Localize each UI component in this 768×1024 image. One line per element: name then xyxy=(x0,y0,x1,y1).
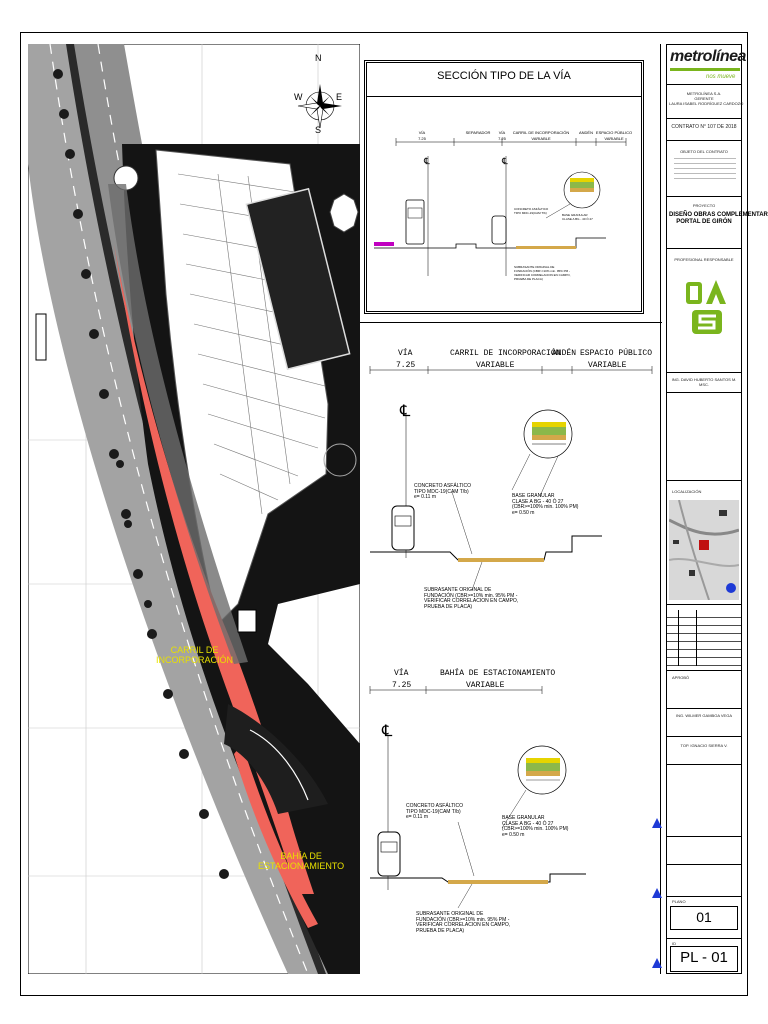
revision-marker-icon xyxy=(652,958,662,968)
s2-concreto: CONCRETO ASFÁLTICO TIPO MDC-19(CAM T/b) … xyxy=(406,803,464,820)
plano-code: PL - 01 xyxy=(680,949,728,966)
s2-base: BASE GRANULAR CLASE A BG - 40 Ó 27 (CBR>… xyxy=(502,815,569,838)
s2-hdr-via-val: 7.25 xyxy=(392,681,412,690)
s1-hdr-via-val: 7.25 xyxy=(396,361,416,370)
title-block xyxy=(666,44,742,974)
plano-number: 01 xyxy=(696,909,712,925)
svg-text:VARIABLE: VARIABLE xyxy=(604,136,624,141)
svg-text:TIPO MDC-19(CAM T/b): TIPO MDC-19(CAM T/b) xyxy=(514,211,547,215)
s1-hdr-espacio-val: VARIABLE xyxy=(588,361,627,370)
company-block: METROLÍNEA S.A. GERENTE LAURA ISABEL ROD… xyxy=(669,91,744,106)
s1-hdr-carril-val: VARIABLE xyxy=(476,361,515,370)
compass-w: W xyxy=(294,92,303,102)
svg-text:VÍA: VÍA xyxy=(419,130,426,135)
svg-text:VERIFICAR CORRELACION EN CAMPO: VERIFICAR CORRELACION EN CAMPO, xyxy=(514,273,571,277)
svg-text:SEPARADOR: SEPARADOR xyxy=(466,130,491,135)
site-plan xyxy=(28,44,360,974)
s1-base: BASE GRANULAR CLASE A BG - 40 Ó 27 (CBR>… xyxy=(512,493,579,516)
carril-label: CARRIL DE INCORPORACIÓN xyxy=(156,645,234,665)
parking-bay xyxy=(234,744,318,928)
revision-marker-icon xyxy=(652,888,662,898)
location-map xyxy=(669,500,739,600)
logo-tagline: nos mueve xyxy=(706,74,736,80)
section-top-title: SECCIÓN TIPO DE LA VÍA xyxy=(437,70,571,82)
section-top-box xyxy=(364,60,644,314)
svg-text:7.25: 7.25 xyxy=(418,136,427,141)
logo-text: metrolínea xyxy=(670,48,746,65)
svg-text:℄: ℄ xyxy=(381,723,393,740)
proyecto-label: PROYECTO xyxy=(692,203,716,208)
svg-text:ESPACIO PÚBLICO: ESPACIO PÚBLICO xyxy=(596,130,632,135)
svg-text:℄: ℄ xyxy=(399,403,411,420)
svg-text:CONCRETO ASFÁLTICO: CONCRETO ASFÁLTICO xyxy=(514,207,549,211)
s2-subrasante: SUBRASANTE ORIGINAL DE FUNDACIÓN (CBR>=1… xyxy=(416,911,511,934)
s1-hdr-espacio: ESPACIO PÚBLICO xyxy=(580,349,653,358)
contract-number: CONTRATO N° 107 DE 2018 xyxy=(671,124,737,130)
compass xyxy=(297,84,342,129)
s2-hdr-bahia: BAHÍA DE ESTACIONAMIENTO xyxy=(440,669,556,678)
svg-text:CLASE A BG - 40 Ó 27: CLASE A BG - 40 Ó 27 xyxy=(562,216,593,221)
s1-subrasante: SUBRASANTE ORIGINAL DE FUNDACIÓN (CBR>=1… xyxy=(424,587,519,610)
compass-n: N xyxy=(315,53,322,63)
engineer-2: ING. WILMER GAMBOA VEGA xyxy=(675,713,732,718)
compass-e: E xyxy=(336,92,343,102)
pool-area xyxy=(245,187,351,371)
section-1-drawing: ℄ xyxy=(369,366,653,591)
svg-text:℄: ℄ xyxy=(501,156,508,166)
svg-text:℄: ℄ xyxy=(423,156,430,166)
s1-hdr-anden: ANDÉN xyxy=(552,349,577,358)
svg-text:SUBRASANTE ORIGINAL DE: SUBRASANTE ORIGINAL DE xyxy=(514,265,554,269)
proyecto-name: DISEÑO OBRAS COMPLEMENTARIAS PORTAL DE G… xyxy=(669,212,768,226)
svg-text:ANDÉN: ANDÉN xyxy=(579,130,593,135)
bahia-label: BAHÍA DE ESTACIONAMIENTO xyxy=(258,851,345,871)
s1-hdr-via: VÍA xyxy=(398,349,413,358)
svg-text:VARIABLE: VARIABLE xyxy=(531,136,551,141)
svg-text:CARRIL DE INCORPORACIÓN: CARRIL DE INCORPORACIÓN xyxy=(513,130,570,135)
id-label: ID xyxy=(672,941,676,946)
gazebo xyxy=(329,193,359,233)
svg-text:7.25: 7.25 xyxy=(498,136,507,141)
ubicacion-label: LOCALIZACIÓN xyxy=(672,489,702,494)
plano-label: PLANO xyxy=(672,899,686,904)
topographer: TOP. IGNACIO SIERRA V. xyxy=(680,743,728,748)
svg-text:VÍA: VÍA xyxy=(499,130,506,135)
das-logo-icon xyxy=(686,280,726,334)
aprobo-label: APROBÓ xyxy=(672,675,690,680)
s1-concreto: CONCRETO ASFÁLTICO TIPO MDC-19(CAM T/b) … xyxy=(414,483,472,500)
compass-s: S xyxy=(315,125,322,135)
svg-text:PRUEBA DE PLACA): PRUEBA DE PLACA) xyxy=(514,277,543,281)
revision-marker-icon xyxy=(652,818,662,828)
profesional-label: PROFESIONAL RESPONSABLE xyxy=(674,257,734,262)
section-2-drawing: ℄ xyxy=(369,686,586,909)
svg-text:FUNDACIÓN (CBR>=10% min. 95% P: FUNDACIÓN (CBR>=10% min. 95% PM - xyxy=(514,268,570,273)
objeto-title: OBJETO DEL CONTRATO xyxy=(680,149,728,154)
engineer-name: ING. DAVID HUBERTO SANTOS M. MSC. xyxy=(671,377,737,387)
s2-hdr-via: VÍA xyxy=(394,669,409,678)
s2-hdr-bahia-val: VARIABLE xyxy=(466,681,505,690)
svg-text:BASE GRANULAR: BASE GRANULAR xyxy=(562,213,588,217)
s1-hdr-carril: CARRIL DE INCORPORACIÓN xyxy=(450,349,561,358)
